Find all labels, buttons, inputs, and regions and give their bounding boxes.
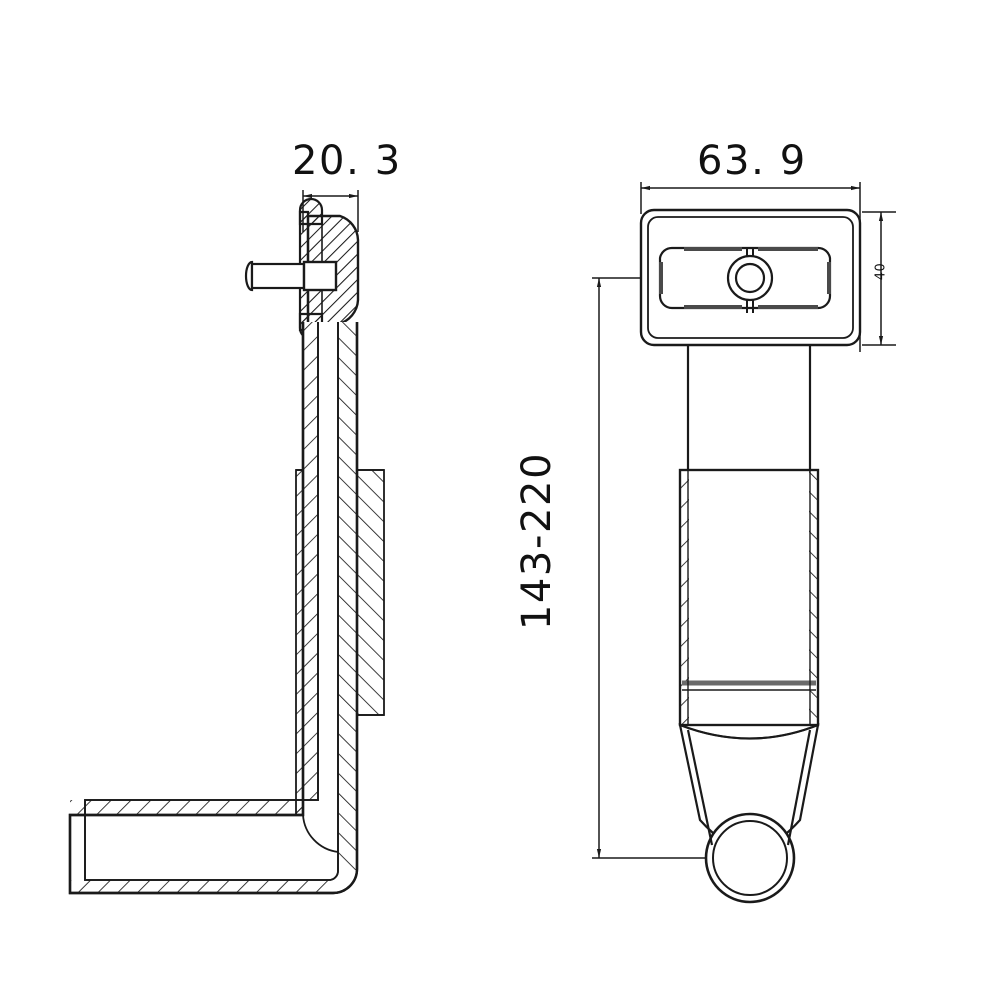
nozzle-outlet: [704, 812, 796, 904]
cone-tangent-edges: [686, 729, 812, 846]
stem-front: [686, 345, 812, 470]
pivot-hub: [726, 254, 774, 302]
telescoping-sleeve-side: [295, 469, 385, 816]
dimension-depth-head: [862, 211, 896, 346]
dimension-label-depth-head: 40: [873, 262, 889, 281]
dimension-label-width-left: 20. 3: [292, 138, 402, 184]
fixing-screw: [244, 260, 338, 292]
front-view-group: [592, 182, 896, 904]
side-view-group: [68, 190, 385, 895]
telescoping-sleeve-front: [678, 468, 820, 727]
dimension-label-height-overall: 143-220: [514, 451, 560, 631]
dimension-label-width-right: 63. 9: [697, 138, 807, 184]
l-tube-body: [68, 322, 359, 895]
